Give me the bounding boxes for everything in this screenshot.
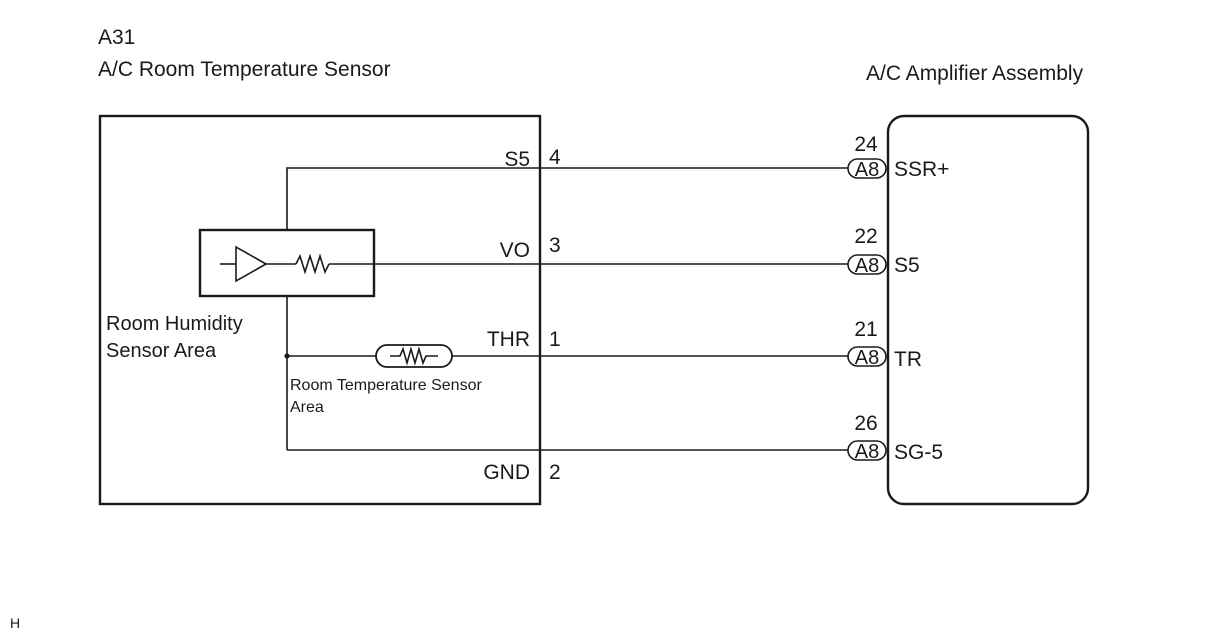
sensor-name: A/C Room Temperature Sensor (98, 58, 391, 81)
connector-a8-row2: A8 (847, 254, 887, 277)
amp-terminal-sg5: SG-5 (894, 441, 943, 464)
amp-pin-24: 24 (854, 133, 878, 156)
amp-terminal-ssr: SSR+ (894, 158, 949, 181)
amp-pin-21: 21 (854, 318, 877, 341)
wire-s5 (286, 167, 848, 230)
amplifier-box (886, 114, 1090, 506)
sensor-terminal-vo: VO (500, 239, 530, 262)
thermistor-icon (375, 344, 453, 368)
amplifier-symbol-icon (235, 245, 268, 283)
sensor-pin-1: 1 (549, 328, 561, 351)
connector-a8-row1: A8 (847, 158, 887, 181)
amplifier-name: A/C Amplifier Assembly (866, 62, 1084, 85)
sensor-pin-2: 2 (549, 461, 561, 484)
sensor-code: A31 (98, 26, 135, 49)
amp-terminal-s5: S5 (894, 254, 920, 277)
temp-area-label-1: Room Temperature Sensor (290, 377, 482, 394)
sensor-pin-3: 3 (549, 234, 561, 257)
connector-label: A8 (855, 441, 879, 463)
footer-mark: H (10, 615, 20, 631)
sensor-terminal-thr: THR (487, 328, 530, 351)
sensor-terminal-gnd: GND (483, 461, 530, 484)
temp-area-label-2: Area (290, 399, 324, 416)
resistor-icon (295, 253, 330, 275)
thermistor-resistor-icon (390, 346, 438, 366)
amp-pin-26: 26 (854, 412, 877, 435)
sensor-terminal-s5: S5 (504, 148, 530, 171)
connector-label: A8 (855, 347, 879, 369)
humidity-area-label-2: Sensor Area (106, 340, 217, 362)
connector-label: A8 (855, 255, 879, 277)
humidity-sensor-box (198, 228, 376, 298)
connector-a8-row4: A8 (847, 440, 887, 463)
connector-a8-row3: A8 (847, 346, 887, 369)
amp-terminal-tr: TR (894, 348, 922, 371)
amp-pin-22: 22 (854, 225, 877, 248)
connector-label: A8 (855, 159, 879, 181)
humidity-area-label-1: Room Humidity (106, 313, 243, 335)
junction-dot (284, 353, 290, 359)
sensor-box (98, 114, 542, 506)
sensor-pin-4: 4 (549, 146, 561, 169)
